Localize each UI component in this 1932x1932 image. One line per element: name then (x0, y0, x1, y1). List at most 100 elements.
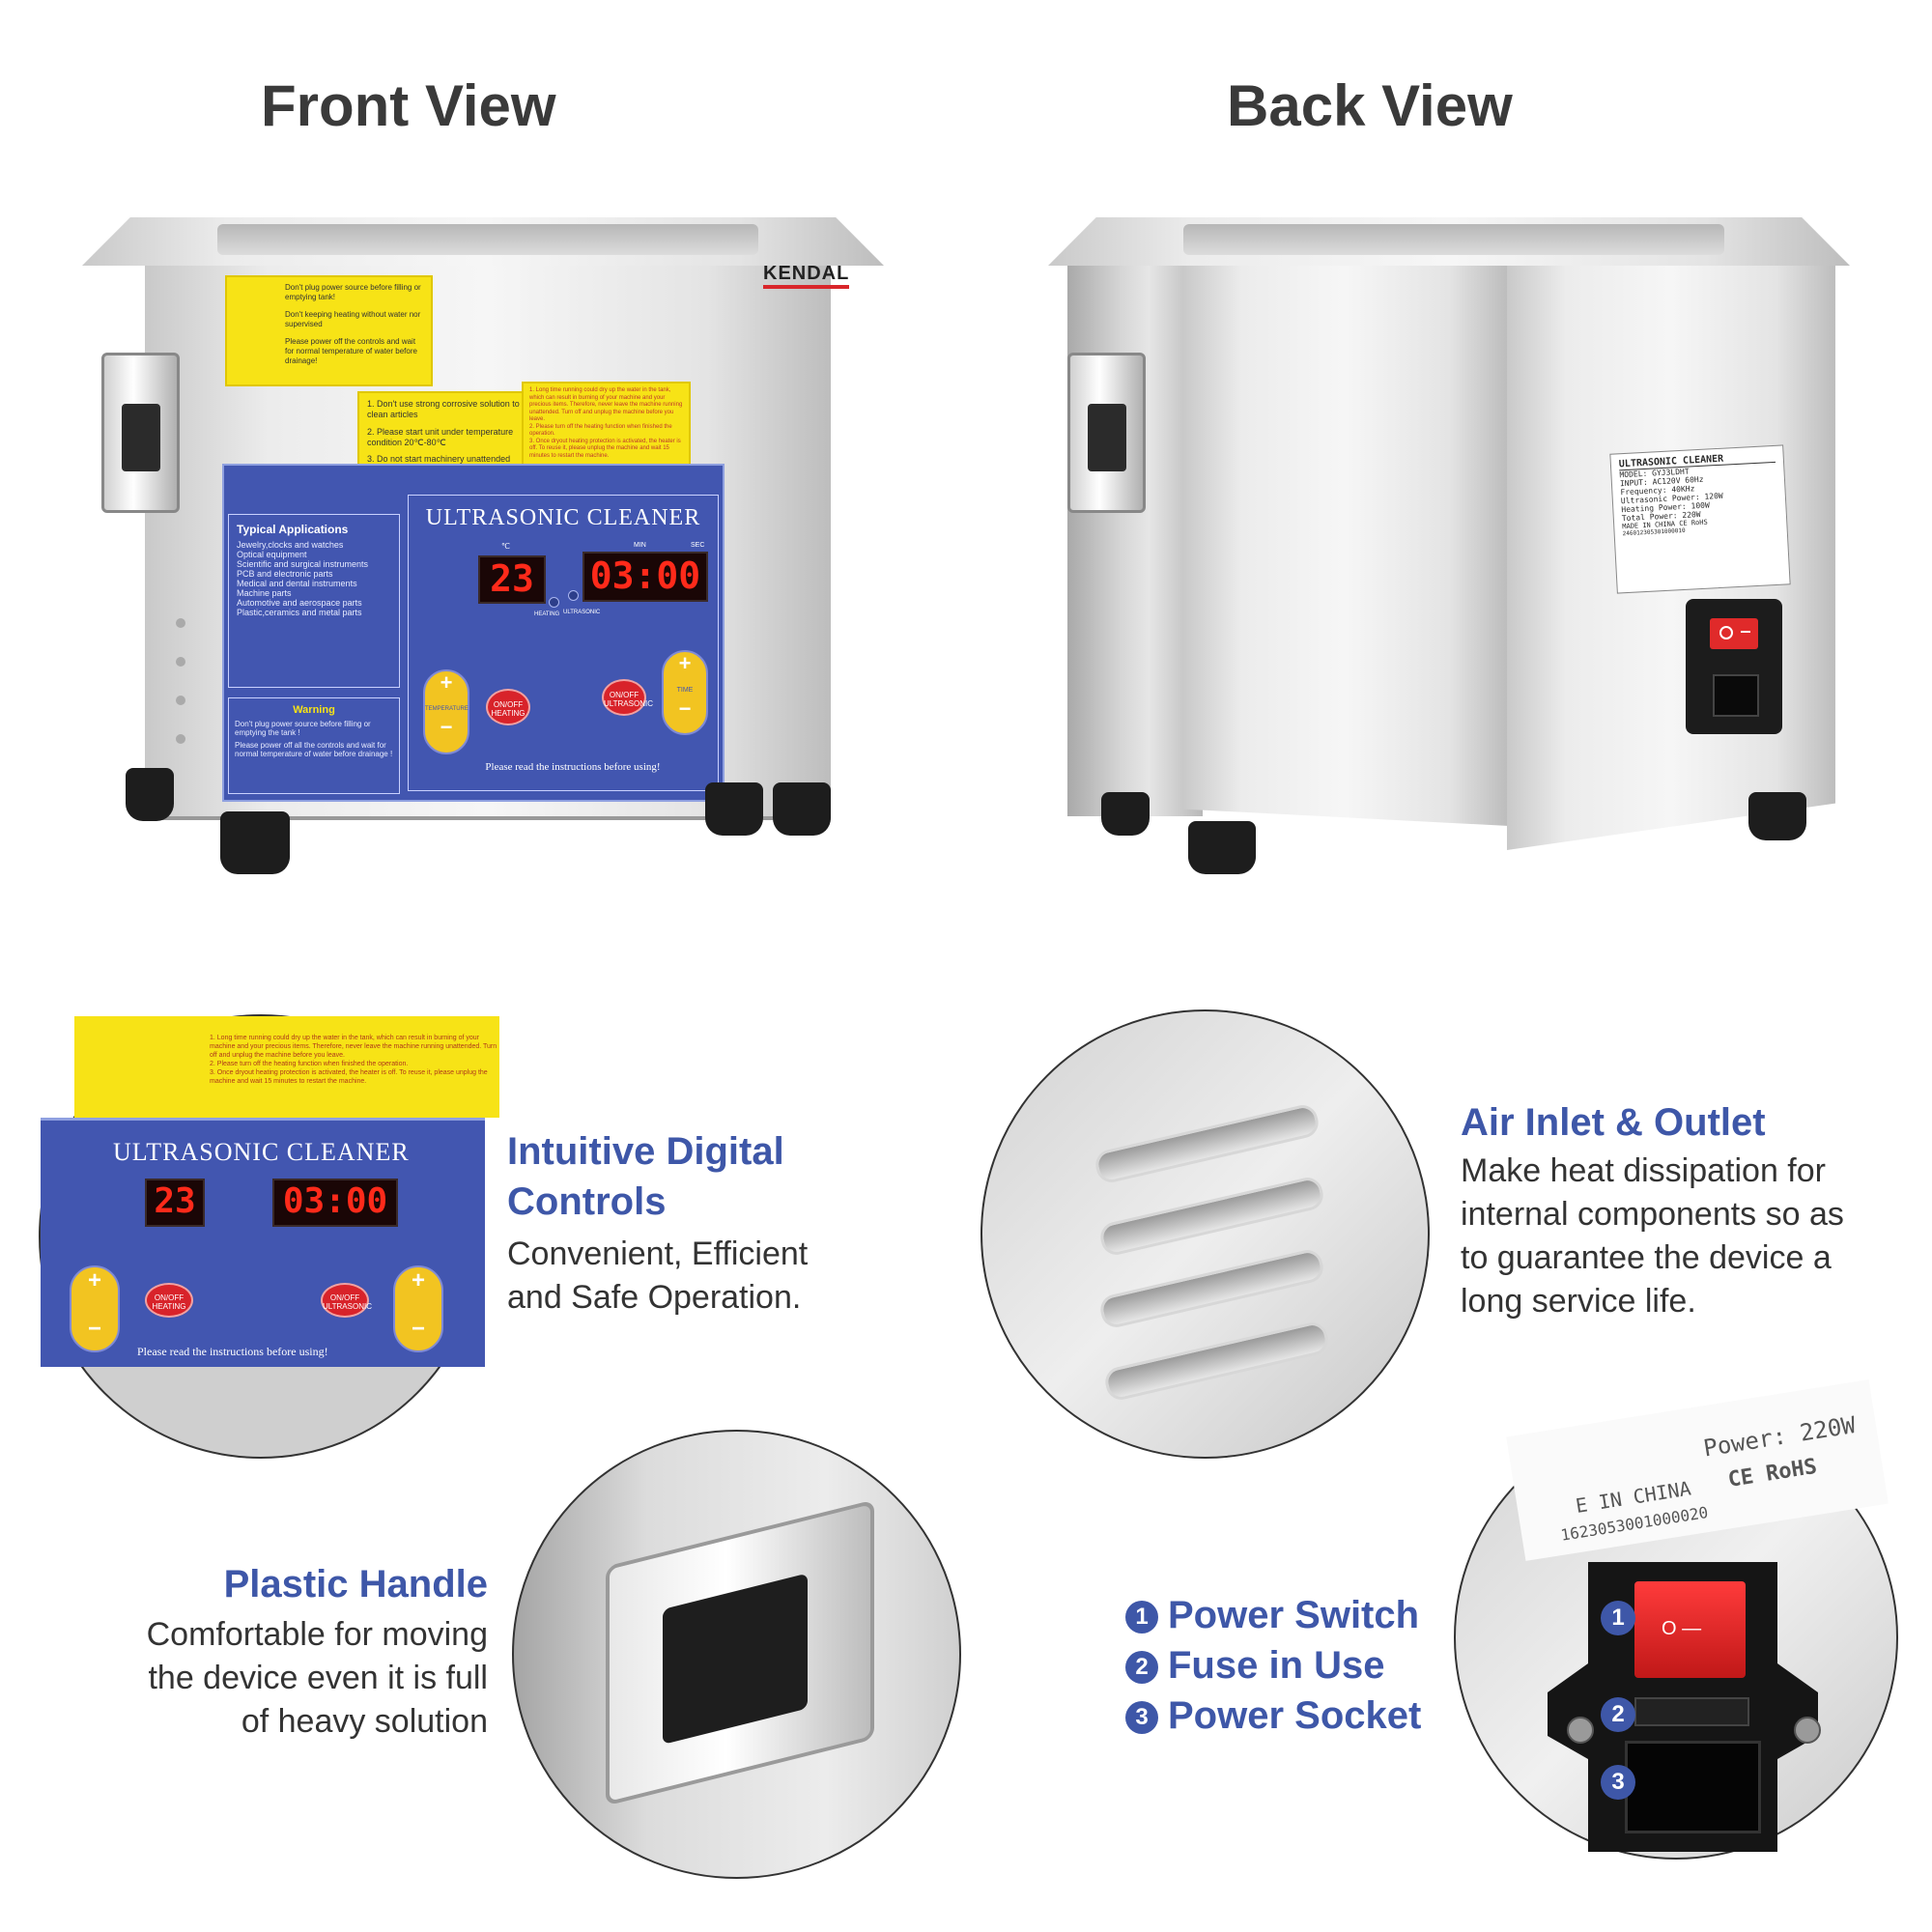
vent-slot (1097, 1247, 1326, 1330)
screw-icon (1794, 1717, 1821, 1744)
time-down-icon[interactable]: − (678, 696, 692, 721)
foot (220, 811, 290, 874)
instructions-note: Please read the instructions before usin… (485, 761, 661, 773)
application-item: Jewelry,clocks and watches (237, 540, 344, 550)
controls-feature-title: Intuitive Digital (507, 1130, 784, 1173)
zoom-fuse-holder (1634, 1697, 1749, 1726)
safety-line: 2. Please start unit under temperature c… (367, 426, 514, 447)
zoom-ultrasonic-button[interactable]: ON/OFF ULTRASONIC (321, 1283, 372, 1318)
power-socket (1713, 674, 1759, 717)
power-switch[interactable] (1710, 618, 1758, 649)
nameplate: ULTRASONIC CLEANER MODEL: GYJ3LDHT INPUT… (1609, 444, 1791, 594)
application-item: Machine parts (237, 588, 292, 598)
controls-feature-desc-2: and Safe Operation. (507, 1279, 802, 1316)
left-handle (101, 353, 180, 513)
safety-line: Please power off the controls and wait f… (285, 337, 417, 365)
warning-line: Don't plug power source before filling o… (235, 720, 371, 737)
handle-feature-title: Plastic Handle (223, 1563, 488, 1605)
heating-toggle-button[interactable]: ON/OFF HEATING (486, 689, 530, 725)
safety-label-3: 1. Long time running could dry up the wa… (522, 382, 691, 478)
front-control-panel: Typical Applications Jewelry,clocks and … (222, 464, 724, 802)
air-feature-desc: to guarantee the device a (1461, 1239, 1832, 1276)
handle-zoom-circle (512, 1430, 961, 1879)
safety-line: 1. Long time running could dry up the wa… (529, 387, 683, 422)
handle-feature-desc: the device even it is full (148, 1660, 488, 1696)
time-down-icon[interactable]: − (411, 1316, 425, 1342)
ultrasonic-indicator-label: ULTRASONIC (563, 610, 601, 615)
foot (1101, 792, 1150, 836)
power-zoom-circle: Power: 220W E IN CHINA CE RoHS 162305300… (1454, 1379, 1898, 1860)
foot (773, 782, 831, 836)
temp-up-icon[interactable]: + (87, 1267, 101, 1293)
zoom-instructions-note: Please read the instructions before usin… (137, 1345, 328, 1358)
side-panel (1067, 266, 1203, 816)
controls-feature-desc: Convenient, Efficient (507, 1236, 809, 1272)
power-feature-label: Power Switch (1168, 1594, 1420, 1636)
temp-down-icon[interactable]: − (87, 1316, 101, 1342)
ultrasonic-toggle-button[interactable]: ON/OFF ULTRASONIC (602, 679, 653, 716)
safety-line: Don't keeping heating without water nor … (285, 310, 421, 328)
heating-led (549, 597, 559, 608)
sec-label: SEC (691, 542, 705, 549)
zoom-heating-button[interactable]: ON/OFF HEATING (145, 1283, 193, 1318)
time-adjust-buttons[interactable]: + TIME − (662, 650, 708, 735)
zoom-safety-label: 1. Long time running could dry up the wa… (74, 1016, 499, 1118)
temp-unit: ℃ (501, 542, 510, 551)
zoom-temperature-display: 23 (145, 1179, 205, 1227)
foot (1188, 821, 1256, 874)
time-up-icon[interactable]: + (678, 651, 692, 675)
switch-symbols: O — (1662, 1618, 1702, 1639)
vent-dot (176, 696, 185, 705)
nameplate-certs: CE RoHS (1679, 518, 1708, 528)
warning-box: Warning Don't plug power source before f… (228, 697, 400, 794)
zoom-power-text: Power: 220W (1701, 1411, 1858, 1463)
application-item: Optical equipment (237, 550, 307, 559)
callout-badge-1: 1 (1601, 1601, 1635, 1635)
zoom-power-socket (1625, 1741, 1761, 1833)
screw-icon (1567, 1717, 1594, 1744)
callout-badge-3: 3 (1601, 1765, 1635, 1800)
safety-line: 3. Once dryout heating protection is act… (529, 438, 681, 459)
controls-zoom-circle: 1. Long time running could dry up the wa… (39, 1014, 499, 1459)
zoom-certs: CE RoHS (1726, 1454, 1819, 1492)
temp-up-icon[interactable]: + (440, 670, 453, 695)
handle-feature-desc: of heavy solution (241, 1703, 488, 1740)
min-label: MIN (634, 542, 646, 549)
vent-slot (1093, 1102, 1321, 1185)
front-device: KENDAL Don't plug power source before fi… (77, 203, 889, 918)
controls-feature-title-2: Controls (507, 1180, 667, 1223)
foot (126, 768, 174, 821)
ultrasonic-led (568, 590, 579, 601)
applications-title: Typical Applications (237, 523, 349, 536)
safety-line: 3. Do not start machinery unattended (367, 454, 511, 464)
zoom-time-buttons[interactable]: + − (393, 1265, 443, 1352)
temp-down-icon[interactable]: − (440, 715, 453, 739)
application-item: Medical and dental instruments (237, 579, 357, 588)
zoom-temperature-buttons[interactable]: + − (70, 1265, 120, 1352)
zoom-power-switch[interactable]: O — (1634, 1581, 1746, 1678)
safety-line: 1. Long time running could dry up the wa… (210, 1035, 497, 1060)
safety-line: 2. Please turn off the heating function … (210, 1061, 409, 1068)
number-badge: 1 (1125, 1601, 1158, 1634)
power-feature-label: Fuse in Use (1168, 1644, 1385, 1687)
back-panel-left (1183, 266, 1509, 826)
vents-zoom-circle (980, 1009, 1430, 1459)
safety-line: 1. Don't use strong corrosive solution t… (367, 399, 520, 420)
handle-grip (663, 1573, 808, 1745)
air-feature-desc: long service life. (1461, 1283, 1696, 1320)
foot (705, 782, 763, 836)
time-up-icon[interactable]: + (411, 1267, 425, 1293)
foot (1748, 792, 1806, 840)
display-area: ULTRASONIC CLEANER ℃ 23 MIN SEC 03:00 HE… (408, 495, 719, 791)
temperature-adjust-buttons[interactable]: + TEMPERATURE − (423, 669, 469, 754)
front-view-title: Front View (261, 73, 556, 138)
tank-opening (217, 224, 758, 255)
application-item: PCB and electronic parts (237, 569, 333, 579)
handle-bracket (606, 1499, 874, 1806)
vent-dot (176, 657, 185, 667)
heating-indicator-label: HEATING (534, 611, 560, 617)
power-module (1686, 599, 1782, 734)
air-feature-desc: internal components so as (1461, 1196, 1844, 1233)
